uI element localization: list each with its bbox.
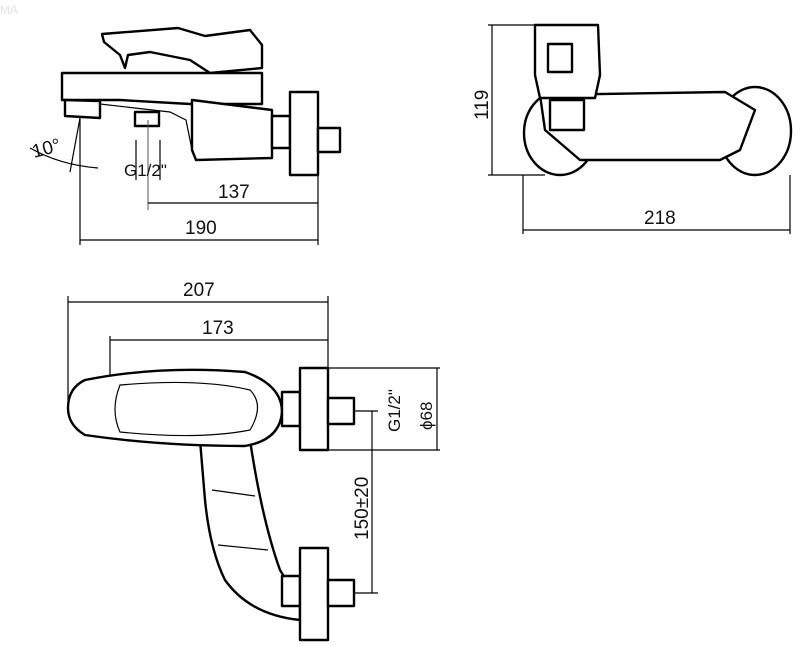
- lower-flange: [298, 546, 330, 642]
- dim-137: 137: [218, 182, 250, 203]
- valve-body: [60, 71, 264, 106]
- wall-flange: [288, 90, 320, 177]
- lower-nut: [280, 574, 302, 608]
- lever-oval: [66, 368, 284, 448]
- dim-173: 173: [202, 318, 234, 339]
- thread-label: G1/2": [385, 389, 404, 432]
- flange-diameter: ϕ68: [417, 402, 436, 430]
- lever-handle: [100, 26, 264, 75]
- watermark: MA: [0, 3, 18, 17]
- dim-119: 119: [472, 90, 493, 120]
- inlet-thread: [133, 110, 161, 128]
- angle-label: 10°: [30, 135, 63, 163]
- dim-150-20: 150±20: [352, 477, 373, 540]
- lever-body: [538, 90, 757, 162]
- dim-218: 218: [644, 208, 676, 229]
- handle-slot: [546, 42, 574, 74]
- inlet-thread: [548, 98, 586, 132]
- top-view: 207 173 150±20 G1/2" ϕ68: [66, 280, 440, 642]
- thread-label: G1/2": [124, 161, 167, 180]
- wall-connector: [316, 126, 342, 154]
- front-view: 119 218: [472, 23, 793, 234]
- upper-connector: [326, 396, 356, 426]
- lower-connector: [326, 578, 356, 608]
- dim-190: 190: [185, 218, 217, 239]
- nut: [270, 114, 292, 150]
- spout-outlet: [63, 98, 102, 120]
- dim-207: 207: [183, 280, 215, 301]
- nut: [280, 390, 302, 428]
- side-view: 10° G1/2" 137 190: [29, 26, 342, 245]
- cartridge-box: [190, 98, 274, 162]
- upper-flange: [298, 366, 330, 452]
